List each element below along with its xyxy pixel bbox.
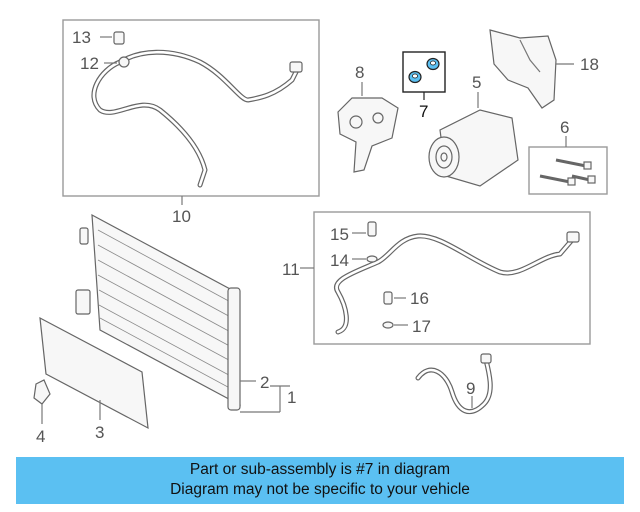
callout-7: 7 xyxy=(419,102,428,121)
callout-8: 8 xyxy=(355,63,364,82)
callout-5: 5 xyxy=(472,73,481,92)
callout-3: 3 xyxy=(95,423,104,442)
part-11-line-group: 15 14 16 17 11 xyxy=(282,211,591,345)
callout-2: 2 xyxy=(260,373,269,392)
part-8-bracket-group: 8 xyxy=(337,63,399,173)
part-18-shield xyxy=(489,29,557,109)
callout-13: 13 xyxy=(72,28,91,47)
part-11-line xyxy=(334,233,575,335)
callout-10: 10 xyxy=(172,207,191,226)
part-3-seal xyxy=(39,316,149,430)
part-10-hose-group: 13 12 10 xyxy=(62,19,320,226)
part-8-bracket xyxy=(337,97,399,173)
callout-12: 12 xyxy=(80,54,99,73)
part-14-oring xyxy=(366,255,378,263)
callout-17: 17 xyxy=(412,317,431,336)
part-7-frame xyxy=(402,51,446,93)
part-7-group: 7 xyxy=(402,51,446,121)
callout-16: 16 xyxy=(410,289,429,308)
part-4-bracket xyxy=(33,379,51,405)
part-6-bolts-group: 6 xyxy=(528,118,608,195)
callout-9: 9 xyxy=(466,379,475,398)
callout-14: 14 xyxy=(330,251,349,270)
part-15-sensor xyxy=(367,221,377,237)
part-9-hose xyxy=(415,357,493,415)
part-9-hose-group: 9 xyxy=(415,353,493,415)
callout-15: 15 xyxy=(330,225,349,244)
callout-4: 4 xyxy=(36,427,45,446)
part-16-switch xyxy=(383,291,393,305)
part-2-receiver xyxy=(227,287,241,411)
part-18-shield-group: 18 xyxy=(489,29,599,109)
part-10-frame xyxy=(62,19,320,197)
part-12-ring xyxy=(118,56,130,68)
part-6-frame xyxy=(528,146,608,195)
callout-6: 6 xyxy=(560,118,569,137)
info-banner: Part or sub-assembly is #7 in diagram Di… xyxy=(16,457,624,504)
banner-line-1: Part or sub-assembly is #7 in diagram xyxy=(189,461,451,478)
callout-11: 11 xyxy=(282,260,300,279)
part-5-compressor-group: 5 xyxy=(428,73,519,187)
part-10-hose-lower xyxy=(91,59,208,188)
part-13-cap xyxy=(113,31,125,45)
part-11-frame xyxy=(313,211,591,345)
part-17-oring xyxy=(382,321,394,329)
callout-18: 18 xyxy=(580,55,599,74)
parts-diagram: 13 12 10 8 7 5 18 xyxy=(33,19,608,446)
callout-1: 1 xyxy=(287,388,296,407)
banner-line-2: Diagram may not be specific to your vehi… xyxy=(170,481,470,498)
condenser-group: 2 1 3 4 xyxy=(33,213,296,446)
